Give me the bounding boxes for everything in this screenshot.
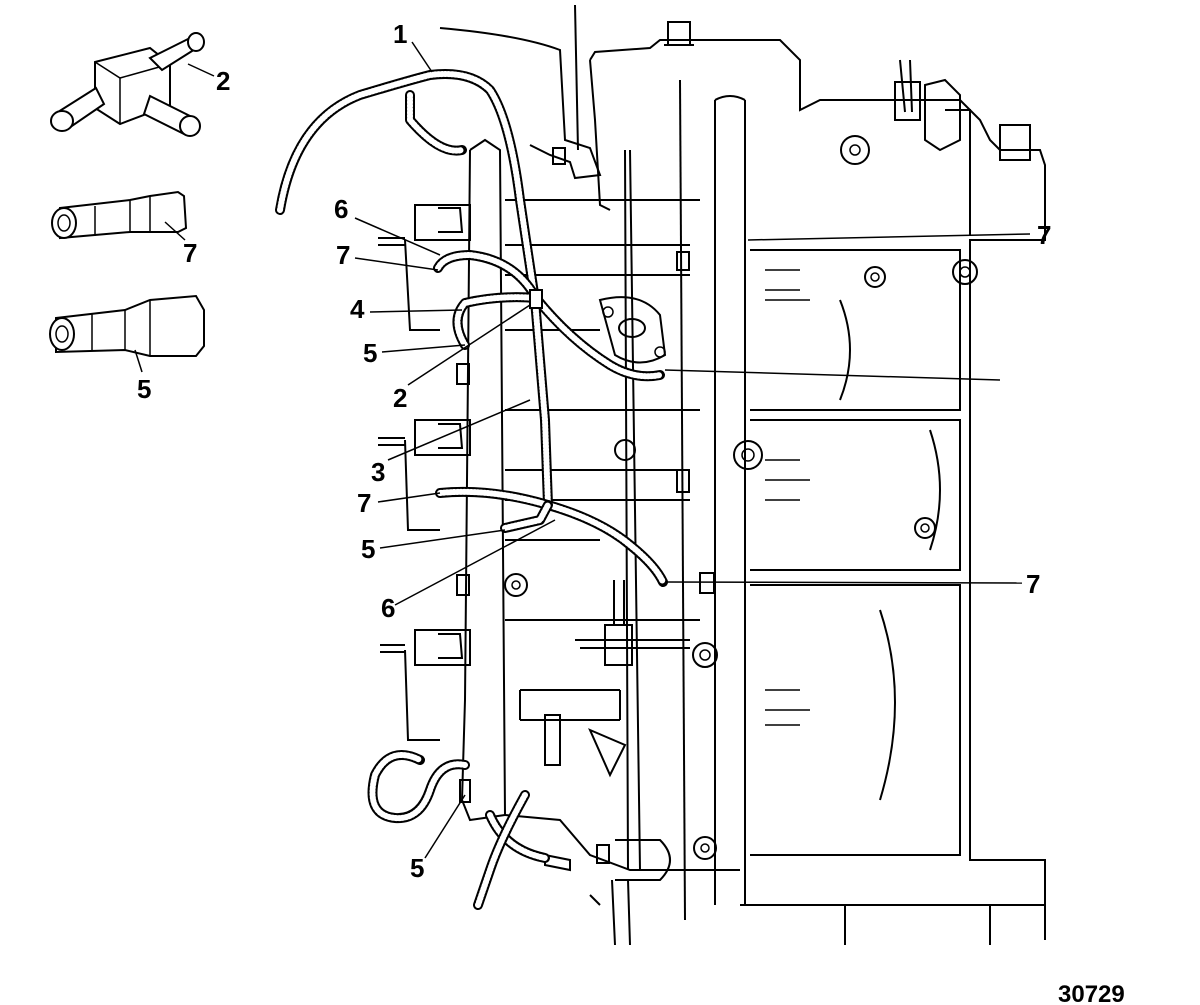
callout-labels: 1 2 7 5 6 7 4 5 2 3 7 5 6 5 7 7 [137, 19, 1051, 883]
callout-1: 1 [393, 19, 407, 49]
callout-2: 2 [393, 383, 407, 413]
callout-4: 4 [350, 294, 365, 324]
hose-routing [275, 69, 668, 910]
tee-fitting-icon [50, 32, 205, 137]
callout-5: 5 [410, 853, 424, 883]
callout-leader-lines [354, 41, 1031, 859]
callout-7: 7 [183, 238, 197, 268]
callout-3: 3 [371, 457, 385, 487]
callout-7: 7 [357, 488, 371, 518]
callout-6: 6 [381, 593, 395, 623]
engine-block-drawing [378, 4, 1046, 946]
figure-number: 30729 [1058, 981, 1125, 1005]
reducer-connector-icon [49, 294, 205, 357]
straight-connector-icon [51, 190, 188, 240]
callout-5: 5 [137, 374, 151, 404]
callout-5: 5 [363, 338, 377, 368]
callout-7: 7 [336, 240, 350, 270]
callout-5: 5 [361, 534, 375, 564]
fitting-leader-lines [134, 63, 215, 373]
callout-2: 2 [216, 66, 230, 96]
callout-7: 7 [1037, 220, 1051, 250]
callout-7: 7 [1026, 569, 1040, 599]
callout-6: 6 [334, 194, 348, 224]
